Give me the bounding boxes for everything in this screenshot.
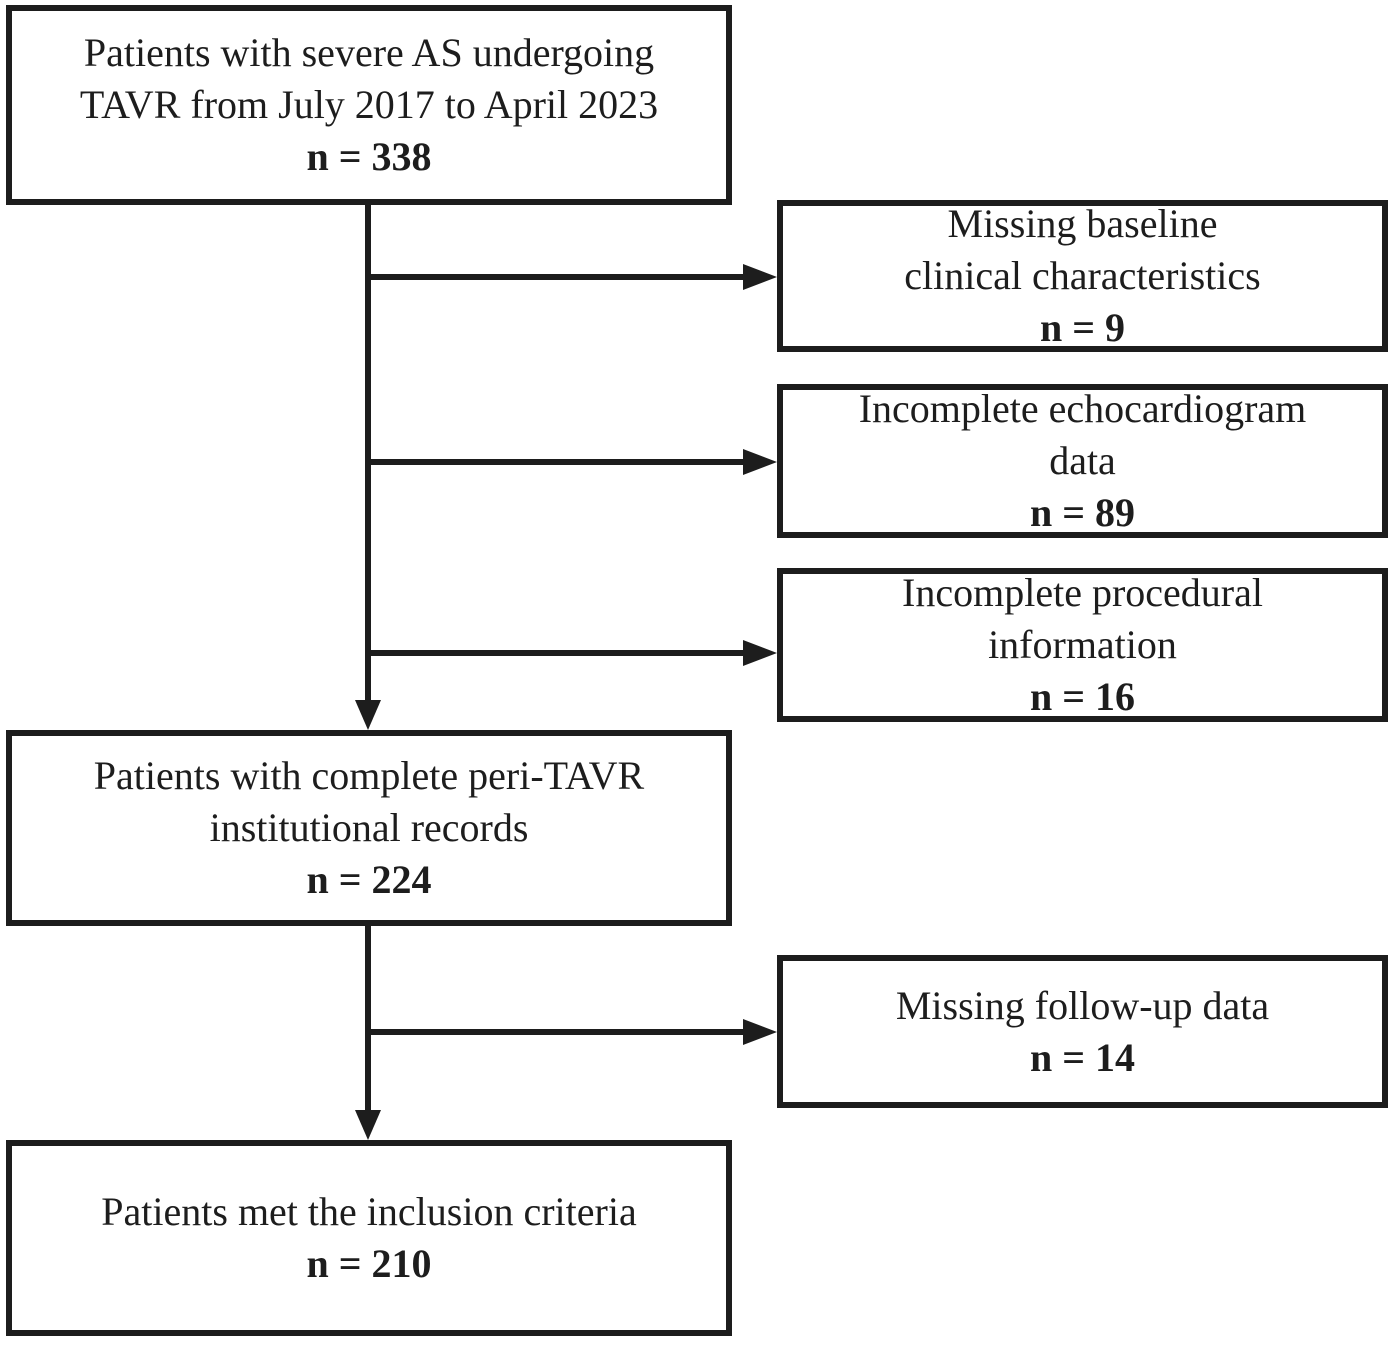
- inclusion-criteria-count: n = 210: [306, 1241, 432, 1286]
- incomplete-echocardiogram-line-2: data: [1049, 438, 1116, 483]
- incomplete-echocardiogram-line-1: Incomplete echocardiogram: [858, 386, 1307, 431]
- exclusion-box-missing-followup: Missing follow-up data n = 14: [777, 955, 1388, 1108]
- initial-cohort-count: n = 338: [306, 134, 432, 179]
- incomplete-procedural-count: n = 16: [1029, 674, 1136, 719]
- flow-box-complete-records: Patients with complete peri-TAVR institu…: [6, 730, 732, 926]
- arrow-right-incomplete-echocardiogram-line: [368, 459, 745, 465]
- flow-box-inclusion-criteria: Patients met the inclusion criteria n = …: [6, 1140, 732, 1336]
- missing-followup-line-1: Missing follow-up data: [895, 982, 1270, 1028]
- exclusion-box-incomplete-echocardiogram: Incomplete echocardiogram data n = 89: [777, 384, 1388, 538]
- arrow-right-incomplete-echocardiogram-head-icon: [743, 449, 777, 475]
- incomplete-echocardiogram-count: n = 89: [1029, 490, 1136, 535]
- arrow-down-initial-to-records-line: [365, 205, 371, 702]
- arrow-right-incomplete-procedural-line: [368, 650, 745, 656]
- arrow-down-records-to-inclusion-head-icon: [355, 1110, 381, 1140]
- initial-cohort-line-2: TAVR from July 2017 to April 2023: [79, 82, 659, 127]
- arrow-right-incomplete-procedural-head-icon: [743, 640, 777, 666]
- exclusion-box-incomplete-procedural: Incomplete procedural information n = 16: [777, 568, 1388, 722]
- complete-records-count: n = 224: [306, 857, 432, 902]
- arrow-down-records-to-inclusion-line: [365, 926, 371, 1112]
- incomplete-procedural-line-1: Incomplete procedural: [902, 570, 1263, 615]
- arrow-right-missing-followup-head-icon: [743, 1019, 777, 1045]
- arrow-right-missing-followup-line: [368, 1029, 745, 1035]
- complete-records-line-1: Patients with complete peri-TAVR: [93, 753, 645, 798]
- initial-cohort-line-1: Patients with severe AS undergoing: [83, 30, 655, 75]
- inclusion-criteria-line-1: Patients met the inclusion criteria: [101, 1189, 637, 1234]
- missing-baseline-line-1: Missing baseline: [947, 201, 1218, 246]
- arrow-right-missing-baseline-line: [368, 274, 745, 280]
- arrow-down-initial-to-records-head-icon: [355, 700, 381, 730]
- complete-records-line-2: institutional records: [209, 805, 529, 850]
- missing-baseline-line-2: clinical characteristics: [904, 253, 1261, 298]
- exclusion-box-missing-baseline: Missing baseline clinical characteristic…: [777, 200, 1388, 352]
- incomplete-procedural-line-2: information: [988, 622, 1177, 667]
- arrow-right-missing-baseline-head-icon: [743, 264, 777, 290]
- missing-followup-count: n = 14: [1029, 1034, 1136, 1080]
- missing-baseline-count: n = 9: [1039, 305, 1126, 350]
- flow-box-initial-cohort: Patients with severe AS undergoing TAVR …: [6, 5, 732, 205]
